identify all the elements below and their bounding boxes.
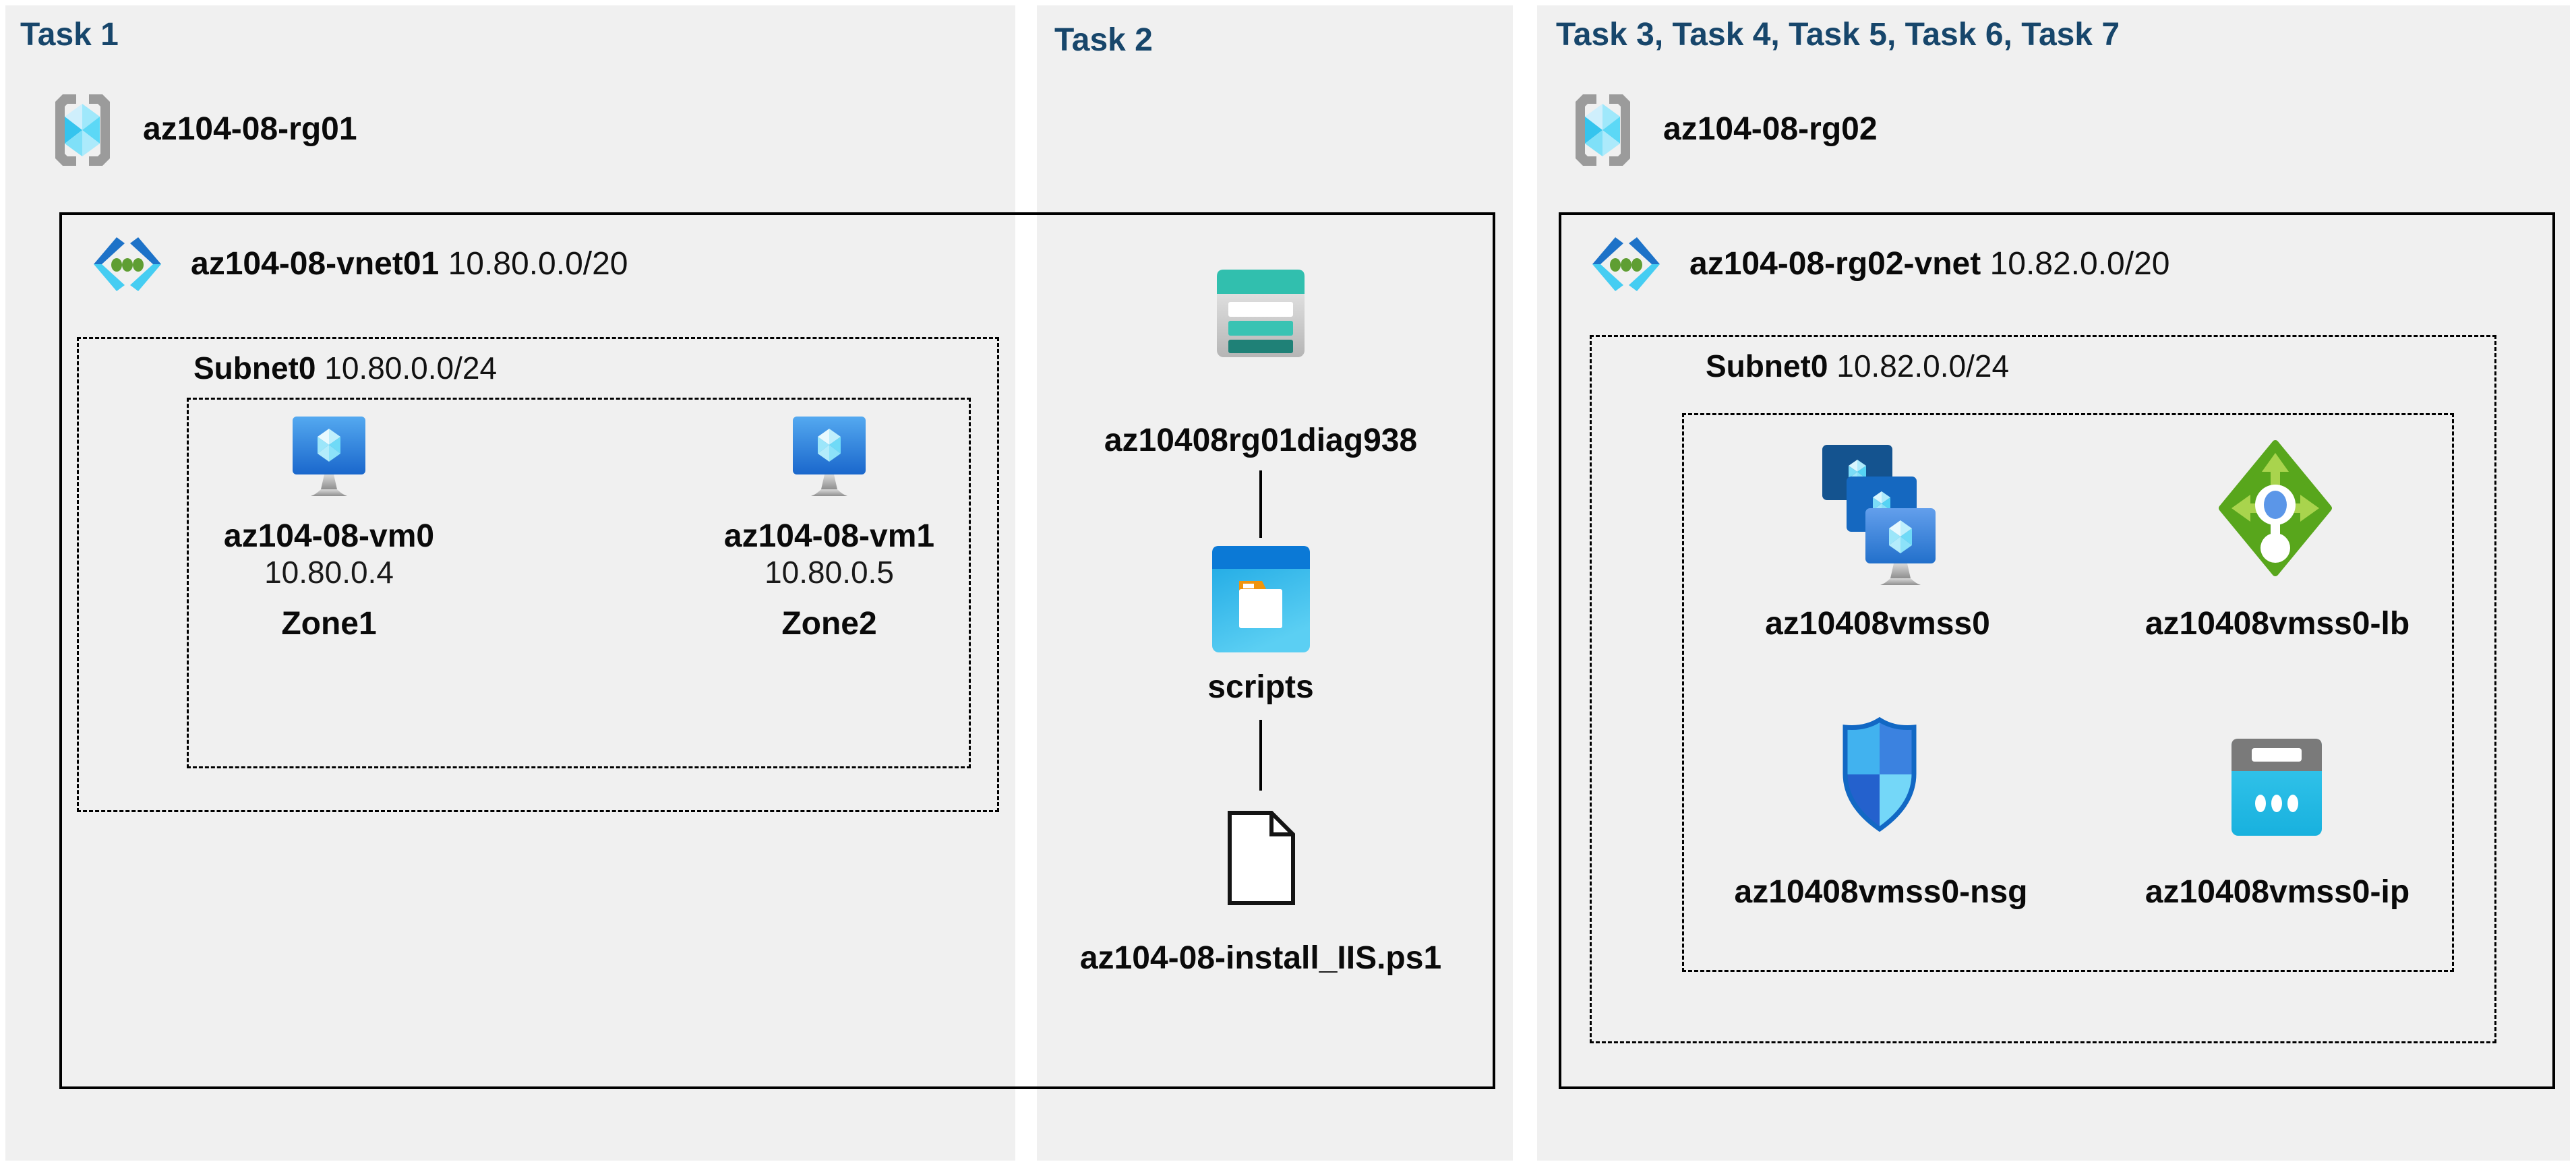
subnet-name: Subnet0 xyxy=(1706,348,1828,383)
task3-region-box xyxy=(1559,212,2555,1089)
vm-scale-set-icon xyxy=(1822,445,1936,585)
vnet-label: az104-08-rg02-vnet 10.82.0.0/20 xyxy=(1689,245,2169,282)
vm-zone: Zone1 xyxy=(281,606,377,642)
vm-name: az104-08-vm1 xyxy=(723,518,935,554)
resource-group-icon xyxy=(1576,94,1630,166)
vm-name: az104-08-vm0 xyxy=(223,518,435,554)
subnet0-box-task1 xyxy=(77,337,999,812)
nsg-name: az10408vmss0-nsg xyxy=(1734,874,2028,910)
task3-panel xyxy=(1537,5,2570,1161)
load-balancer-name: az10408vmss0-lb xyxy=(2145,606,2410,642)
network-security-group-icon xyxy=(1843,717,1917,832)
resource-group-name: az104-08-rg02 xyxy=(1663,111,1878,147)
subnet0-box-task3 xyxy=(1590,335,2496,1043)
container-name: scripts xyxy=(1207,669,1314,705)
vnet-name: az104-08-rg02-vnet xyxy=(1689,246,1981,282)
vm-zone-box-task1 xyxy=(187,398,971,768)
resource-group-icon xyxy=(55,94,110,166)
vm-ip: 10.80.0.5 xyxy=(765,555,894,590)
subnet-cidr: 10.82.0.0/24 xyxy=(1836,348,2010,383)
task1-title: Task 1 xyxy=(20,17,119,53)
virtual-network-icon xyxy=(94,237,161,291)
storage-account-icon xyxy=(1217,270,1305,357)
virtual-network-icon xyxy=(1592,237,1660,291)
virtual-machine-icon xyxy=(793,417,866,496)
resource-group-name: az104-08-rg01 xyxy=(143,111,357,147)
script-file-icon xyxy=(1228,811,1295,905)
task3-title: Task 3, Task 4, Task 5, Task 6, Task 7 xyxy=(1556,17,2120,53)
vnet-label: az104-08-vnet01 10.80.0.0/20 xyxy=(191,245,628,282)
subnet-label: Subnet0 10.80.0.0/24 xyxy=(193,350,497,386)
subnet-label: Subnet0 10.82.0.0/24 xyxy=(1706,348,2009,384)
vm-ip: 10.80.0.4 xyxy=(264,555,394,590)
storage-account-name: az10408rg01diag938 xyxy=(1104,423,1418,458)
vnet-cidr: 10.80.0.0/20 xyxy=(448,246,628,282)
task2-title: Task 2 xyxy=(1054,22,1153,58)
public-ip-icon xyxy=(2231,739,2322,836)
vmss-resources-box-task3 xyxy=(1682,413,2454,972)
public-ip-name: az10408vmss0-ip xyxy=(2145,874,2410,910)
task1-task2-region-box xyxy=(59,212,1495,1089)
connector-line xyxy=(1259,470,1262,538)
connector-line xyxy=(1259,720,1262,791)
vm-zone: Zone2 xyxy=(781,606,877,642)
subnet-name: Subnet0 xyxy=(193,350,316,386)
load-balancer-icon xyxy=(2219,440,2332,576)
blob-container-icon xyxy=(1212,546,1310,652)
task1-panel xyxy=(5,5,1015,1161)
script-file-name: az104-08-install_IIS.ps1 xyxy=(1079,940,1442,976)
virtual-machine-icon xyxy=(293,417,365,496)
vnet-cidr: 10.82.0.0/20 xyxy=(1989,246,2170,282)
subnet-cidr: 10.80.0.0/24 xyxy=(324,350,498,386)
vnet-name: az104-08-vnet01 xyxy=(191,246,440,282)
vmss-name: az10408vmss0 xyxy=(1765,606,1990,642)
